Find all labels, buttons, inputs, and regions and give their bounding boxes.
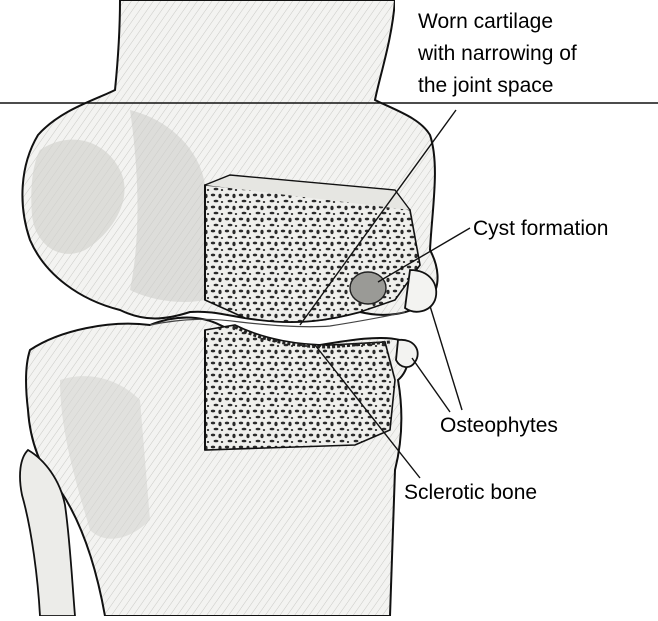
leader-osteophyte-lower bbox=[412, 358, 450, 412]
label-cartilage-2: with narrowing of bbox=[417, 42, 577, 65]
label-cyst: Cyst formation bbox=[473, 217, 608, 240]
leader-osteophyte-upper bbox=[430, 306, 462, 410]
tibia-cutaway bbox=[205, 325, 395, 450]
label-cartilage-3: the joint space bbox=[418, 74, 553, 97]
label-sclerotic: Sclerotic bone bbox=[404, 481, 537, 504]
tibia-osteophyte bbox=[396, 340, 418, 367]
label-osteophytes: Osteophytes bbox=[440, 414, 558, 437]
label-cartilage-1: Worn cartilage bbox=[418, 10, 553, 33]
cyst bbox=[350, 272, 386, 304]
